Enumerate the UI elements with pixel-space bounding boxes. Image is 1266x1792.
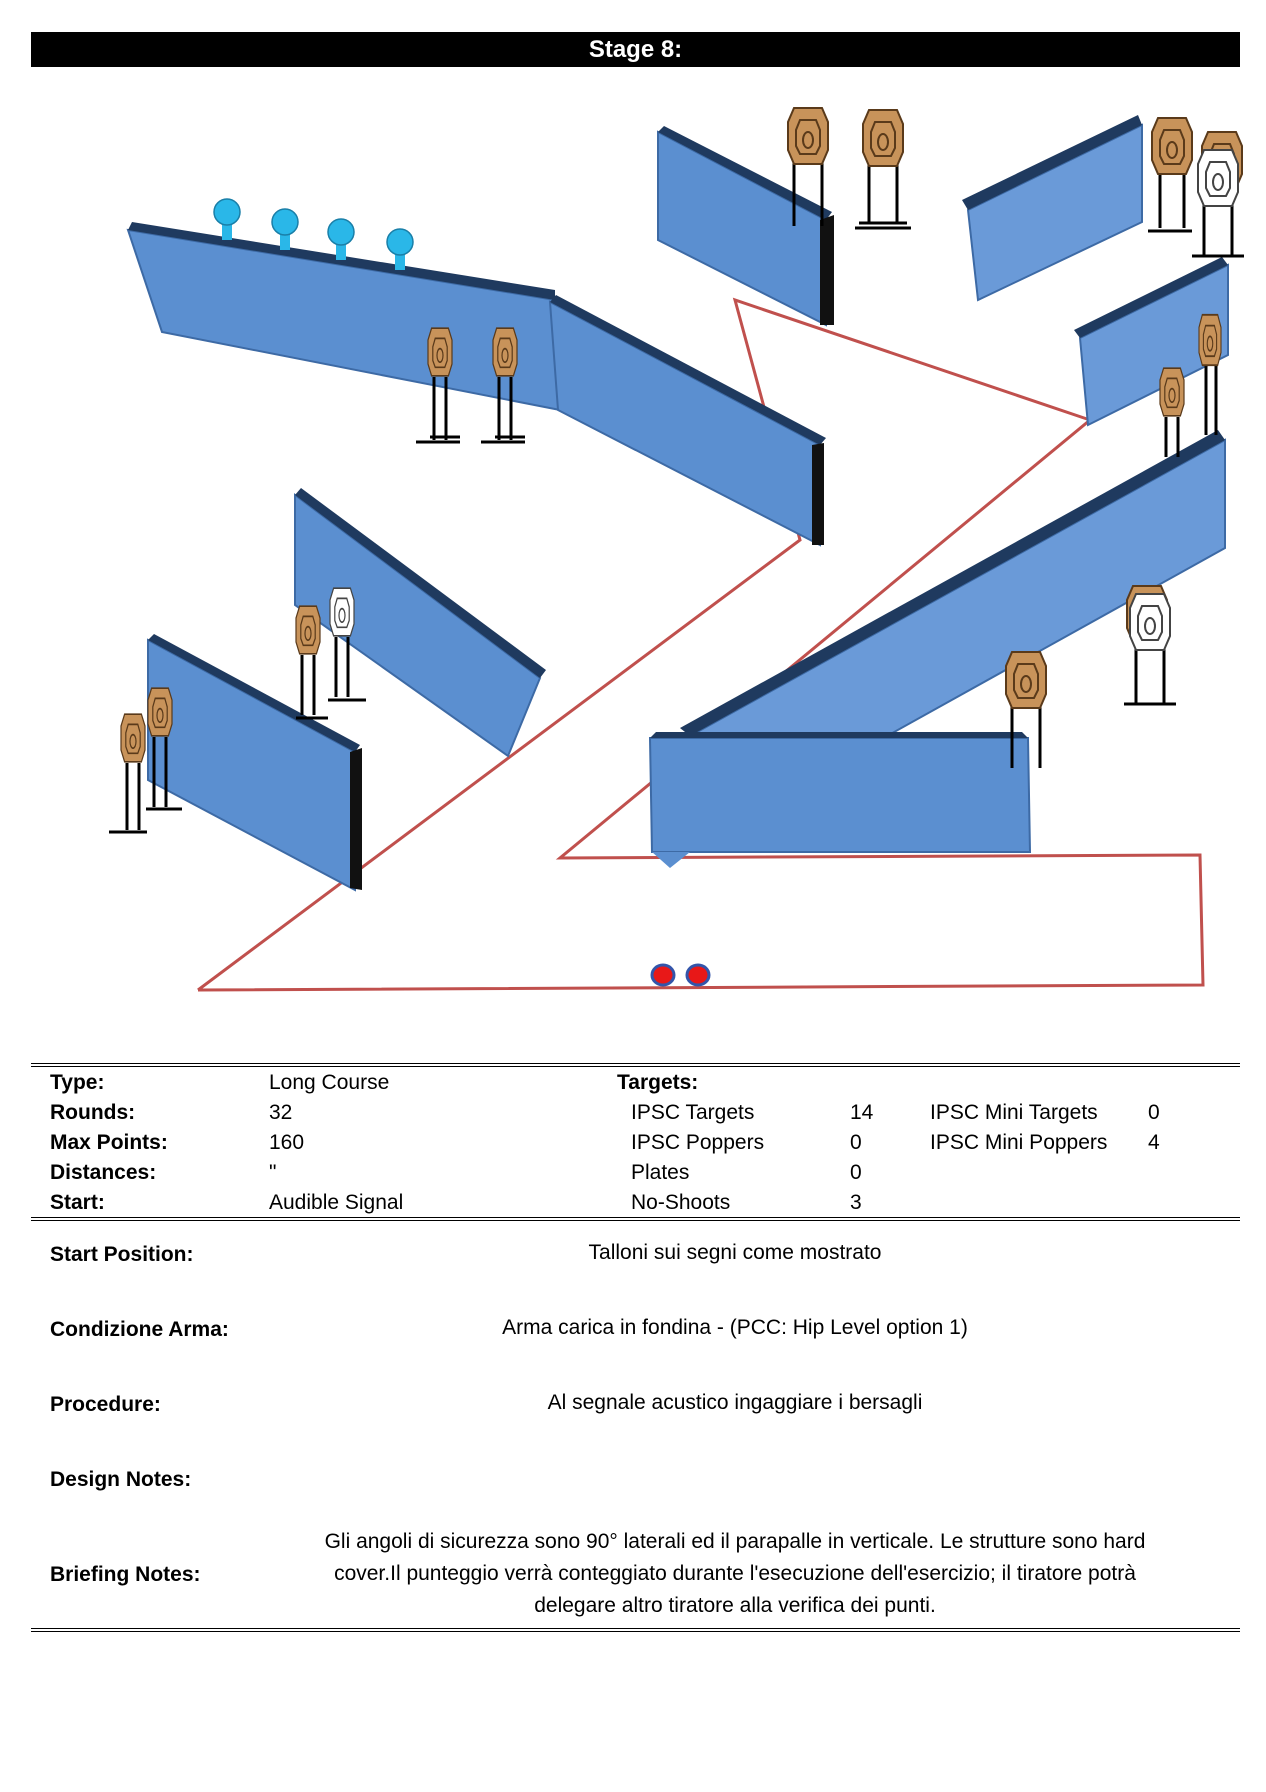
distances-value: " [269,1161,277,1184]
briefing-line-1: Gli angoli di sicurezza sono 90° lateral… [324,1530,1146,1553]
popper [327,218,355,260]
wall-bottom-left [147,634,362,892]
wall-left-middle [294,488,546,758]
wall-top-right [962,115,1143,302]
ipsc-target [1198,313,1222,435]
no-shoots-value: 3 [850,1191,862,1214]
ipsc-target [146,687,182,811]
ipsc-target [855,109,911,230]
plates-value: 0 [850,1161,862,1184]
condizione-arma-value: Arma carica in fondina - (PCC: Hip Level… [502,1316,968,1339]
max-points-label: Max Points: [50,1131,168,1154]
ipsc-target [481,327,525,444]
stage-diagram [109,107,1244,992]
no-shoot-target [328,587,366,702]
wall-top-middle [657,126,834,327]
ipsc-poppers-value: 0 [850,1131,862,1154]
mini-poppers-label: IPSC Mini Poppers [930,1131,1108,1154]
plates-label: Plates [631,1161,690,1184]
condizione-arma-label: Condizione Arma: [50,1318,229,1341]
start-position-label: Start Position: [50,1243,194,1266]
procedure-label: Procedure: [50,1393,161,1416]
table-top-rule [31,1063,1240,1067]
table-bottom-rule [31,1628,1240,1632]
wall-front-box [648,732,1032,868]
mini-targets-label: IPSC Mini Targets [930,1101,1098,1124]
ipsc-target [1005,651,1047,768]
type-label: Type: [50,1071,105,1094]
ipsc-target [1159,367,1185,457]
ipsc-target [1148,117,1193,233]
popper [271,208,299,250]
briefing-notes-label: Briefing Notes: [50,1563,201,1586]
wall-center [548,295,826,547]
max-points-value: 160 [269,1131,305,1154]
no-shoots-label: No-Shoots [631,1191,731,1214]
ipsc-target [787,107,829,226]
ipsc-targets-value: 14 [850,1101,874,1124]
ipsc-poppers-label: IPSC Poppers [631,1131,765,1154]
ipsc-target [416,327,460,444]
start-position-marks [650,963,711,987]
briefing-line-2: cover.Il punteggio verrà conteggiato dur… [334,1562,1136,1585]
start-position-value: Talloni sui segni come mostrato [588,1241,882,1264]
design-notes-label: Design Notes: [50,1468,192,1491]
stage-title: Stage 8: [31,32,1240,67]
ipsc-target [1124,585,1176,706]
start-value: Audible Signal [269,1191,404,1214]
popper [213,198,241,240]
wall-right-short [1074,257,1229,427]
ipsc-target [295,605,328,720]
rounds-value: 32 [269,1101,293,1124]
type-value: Long Course [269,1071,390,1094]
distances-label: Distances: [50,1161,157,1184]
briefing-line-3: delegare altro tiratore alla verifica de… [534,1594,936,1617]
no-shoot-target [1192,131,1244,258]
start-label: Start: [50,1191,105,1214]
ipsc-target [109,713,147,834]
rounds-label: Rounds: [50,1101,136,1124]
table-mid-rule [31,1217,1240,1221]
targets-heading: Targets: [617,1071,699,1094]
mini-targets-value: 0 [1148,1101,1160,1124]
procedure-value: Al segnale acustico ingaggiare i bersagl… [547,1391,923,1414]
popper [386,228,414,270]
ipsc-targets-label: IPSC Targets [631,1101,755,1124]
mini-poppers-value: 4 [1148,1131,1160,1154]
